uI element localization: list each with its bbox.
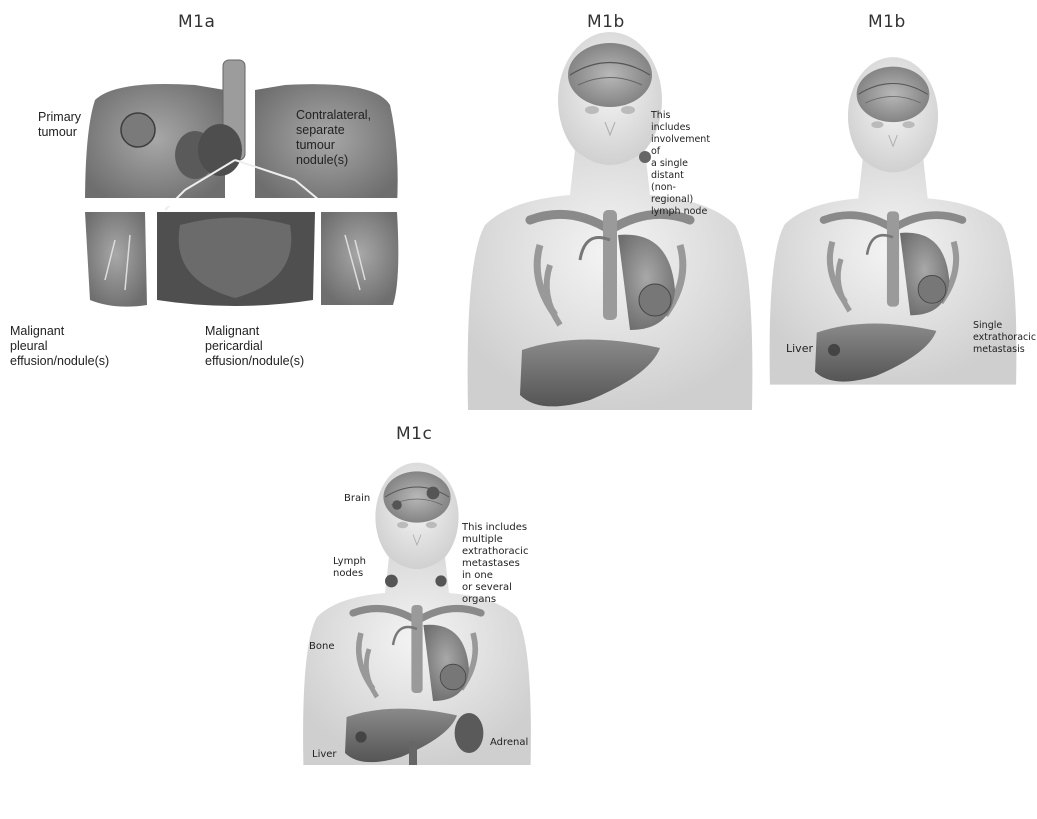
label-brain: Brain (344, 493, 370, 505)
label-adrenal: Adrenal (490, 737, 528, 749)
panel-title-m1c: M1c (396, 424, 432, 444)
label-pleural: Malignant pleural effusion/nodule(s) (10, 324, 109, 369)
note-multiple-metastases: This includes multiple extrathoracic met… (462, 522, 528, 606)
label-bone: Bone (309, 641, 334, 653)
label-pericardial: Malignant pericardial effusion/nodule(s) (205, 324, 304, 369)
label-primary-tumour: Primary tumour (38, 110, 81, 140)
panel-title-m1a: M1a (178, 12, 215, 32)
label-contralateral: Contralateral, separate tumour nodule(s) (296, 108, 371, 168)
torso-illustration-multiple (297, 448, 537, 778)
note-single-lymph-node: This includes involvement of a single di… (651, 110, 710, 218)
label-single-extrathoracic: Single extrathoracic metastasis (973, 320, 1036, 356)
torso-illustration-lymph (460, 30, 760, 410)
label-lymph-nodes: Lymph nodes (333, 556, 366, 580)
label-liver-single: Liver (786, 343, 813, 355)
panel-title-m1b-lymph: M1b (587, 12, 625, 32)
label-liver-multiple: Liver (312, 749, 337, 761)
panel-title-m1b-single: M1b (868, 12, 906, 32)
